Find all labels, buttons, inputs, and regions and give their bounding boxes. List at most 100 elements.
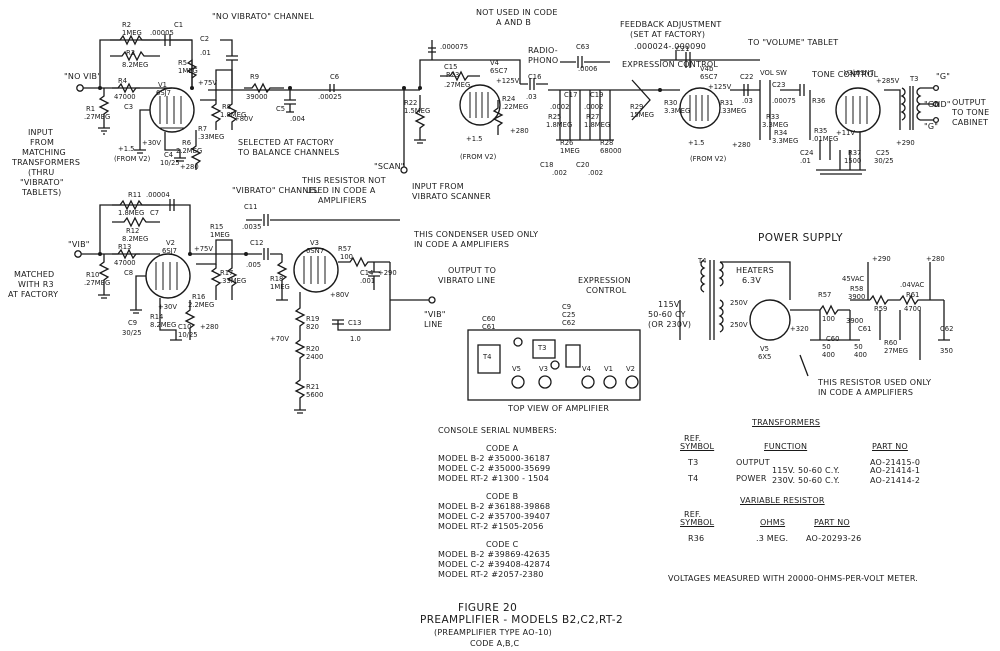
from-v2-b: (FROM V2): [460, 153, 497, 161]
tone-control-label: TONE CONTROL: [812, 70, 879, 79]
R21: R21: [306, 383, 320, 391]
serials-b-row2: MODEL C-2 #35700-39407: [438, 512, 551, 521]
g-label-1: "G": [936, 72, 951, 81]
R27: R27: [586, 113, 600, 121]
not-used-code-ab-l1: NOT USED IN CODE: [476, 8, 558, 17]
varres-ref: R36: [688, 534, 705, 543]
R25: R25: [548, 113, 562, 121]
voltages-note: VOLTAGES MEASURED WITH 20000-OHMS-PER-VO…: [668, 574, 919, 583]
transformers-t4-sub2: 230V. 50-60 C.Y.: [772, 476, 840, 485]
R16v: 2.2MEG: [188, 301, 215, 309]
C8: C8: [124, 269, 134, 277]
tube-v3a: [293, 247, 339, 293]
v11: +11V: [836, 129, 855, 137]
not-used-code-ab-l2: A AND B: [496, 18, 532, 27]
R28: R28: [600, 139, 614, 147]
expression-control-chassis-l1: EXPRESSION: [578, 276, 631, 285]
v80b: +80V: [330, 291, 349, 299]
vib-input-jack: [74, 250, 82, 258]
serials-a-row3: MODEL RT-2 #1300 - 1504: [438, 474, 550, 483]
R37: R37: [848, 149, 862, 157]
tube-v2-id: V2: [166, 239, 175, 247]
selected-factory-l2: TO BALANCE CHANNELS: [238, 148, 340, 157]
tube-v1-type: 6SJ7: [156, 89, 171, 97]
R36: R36: [812, 97, 826, 105]
tube-v5-type: 6X5: [758, 353, 772, 361]
condenser-code-a-l1: THIS CONDENSER USED ONLY: [414, 230, 539, 239]
transformers-t3-ref: T3: [688, 458, 699, 467]
R60: R60: [884, 339, 898, 347]
v320: +320: [790, 325, 809, 333]
R19: R19: [306, 315, 320, 323]
from-v2-a: (FROM V2): [114, 155, 151, 163]
R6: R6: [182, 139, 192, 147]
C22: C22: [740, 73, 754, 81]
transformers-t3-part: AO-21415-0: [870, 458, 921, 467]
C60b: 50: [822, 343, 831, 351]
matched-r3-l1: MATCHED: [14, 270, 55, 279]
C10v: 10/25: [178, 331, 198, 339]
tube-v5: [749, 299, 791, 341]
v250b: 250V: [730, 321, 748, 329]
R59: R59: [874, 305, 888, 313]
no-vibrato-channel-label: "NO VIBRATO" CHANNEL: [212, 12, 314, 21]
R22: R22: [404, 99, 418, 107]
output-tone-l2: TO TONE: [952, 108, 990, 117]
serials-c-row1: MODEL B-2 #39869-42635: [438, 550, 551, 559]
R14: R14: [150, 313, 164, 321]
radio-phono-l1: RADIO-: [528, 46, 558, 55]
R7v: .33MEG: [198, 133, 225, 141]
heaters-l1: HEATERS: [736, 266, 774, 275]
power-supply: [679, 259, 950, 377]
C62v: 350: [940, 347, 953, 355]
C17v: .0002: [550, 103, 570, 111]
R8: R8: [222, 103, 232, 111]
R6v: 2.2MEG: [176, 147, 203, 155]
C15v: .000075: [440, 43, 469, 51]
C60bv: 400: [822, 351, 835, 359]
C62: C62: [940, 325, 954, 333]
R4v: 47000: [114, 93, 136, 101]
tube-v3a-type: 6SN7: [306, 247, 325, 255]
transformers-t4-part1: AO-21414-1: [870, 466, 921, 475]
C5v: .004: [290, 115, 306, 123]
R59v: 3900: [846, 317, 864, 325]
R1: R1: [86, 105, 96, 113]
resistor-code-a-l2: IN CODE A AMPLIFIERS: [818, 388, 914, 397]
C23v: .00075: [772, 97, 796, 105]
expression-control-chassis-l2: CONTROL: [586, 286, 627, 295]
output-vibrato-l1: OUTPUT TO: [448, 266, 497, 275]
C15: C15: [444, 63, 458, 71]
v280e: +280: [926, 255, 945, 263]
transformers-col-ref-l2: SYMBOL: [680, 442, 715, 451]
C19v: .0002: [584, 103, 604, 111]
chassis-v1: V1: [604, 365, 613, 373]
tube-v3b-type: 6SN7: [856, 69, 875, 77]
R18: R18: [270, 275, 284, 283]
C16v: .03: [526, 93, 537, 101]
v15c: +1.5: [466, 135, 483, 143]
R14v: 8.2MEG: [150, 321, 177, 329]
R26v: 1MEG: [560, 147, 580, 155]
v125b: +125V: [708, 83, 732, 91]
R17v: .33MEG: [220, 277, 247, 285]
R7: R7: [198, 125, 208, 133]
tube-v4a-id: V4: [490, 59, 499, 67]
input-scanner-l2: VIBRATO SCANNER: [412, 192, 491, 201]
transformers-t3-function: OUTPUT: [736, 458, 770, 467]
output-vibrato-l2: VIBRATO LINE: [438, 276, 496, 285]
C1: C1: [174, 21, 184, 29]
input-matching-l3: MATCHING: [22, 148, 66, 157]
C1v: .00005: [150, 29, 174, 37]
C6: C6: [330, 73, 340, 81]
C2v: .01: [200, 49, 211, 57]
R57v: 100: [340, 253, 353, 261]
chassis-c61: C61: [482, 323, 496, 331]
v280c: +280: [510, 127, 529, 135]
R10v: .27MEG: [84, 279, 111, 287]
R35v: .01MEG: [812, 135, 839, 143]
vib-line-l2: LINE: [424, 320, 443, 329]
g-label-2: "G": [924, 122, 939, 131]
chassis-c9: C9: [562, 303, 572, 311]
R17: R17: [220, 269, 234, 277]
